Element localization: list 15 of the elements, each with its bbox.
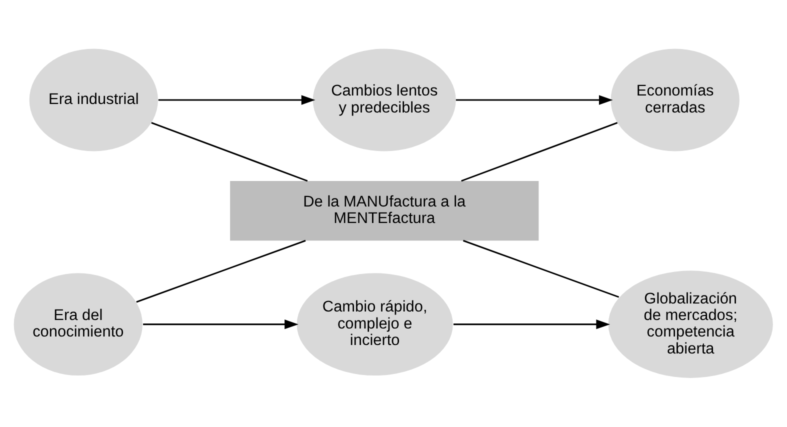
node-ellipse: Era del conocimiento bbox=[14, 273, 142, 376]
arrow bbox=[143, 319, 298, 330]
connector bbox=[151, 122, 308, 182]
arrow bbox=[453, 319, 610, 330]
arrow bbox=[158, 95, 316, 105]
node-ellipse: Cambios lentos y predecibles bbox=[312, 48, 456, 152]
connector bbox=[136, 240, 306, 303]
node-ellipse: Era industrial bbox=[29, 48, 158, 152]
node-ellipse: Economías cerradas bbox=[610, 48, 740, 152]
node-ellipse: Globalización de mercados; competencia abierta bbox=[608, 270, 773, 378]
connector bbox=[461, 122, 618, 182]
node-ellipse: Cambio rápido, complejo e incierto bbox=[296, 273, 453, 376]
arrow bbox=[456, 95, 613, 105]
node-box: De la MANUfactura a la MENTEfactura bbox=[230, 181, 539, 241]
connector bbox=[462, 240, 620, 298]
